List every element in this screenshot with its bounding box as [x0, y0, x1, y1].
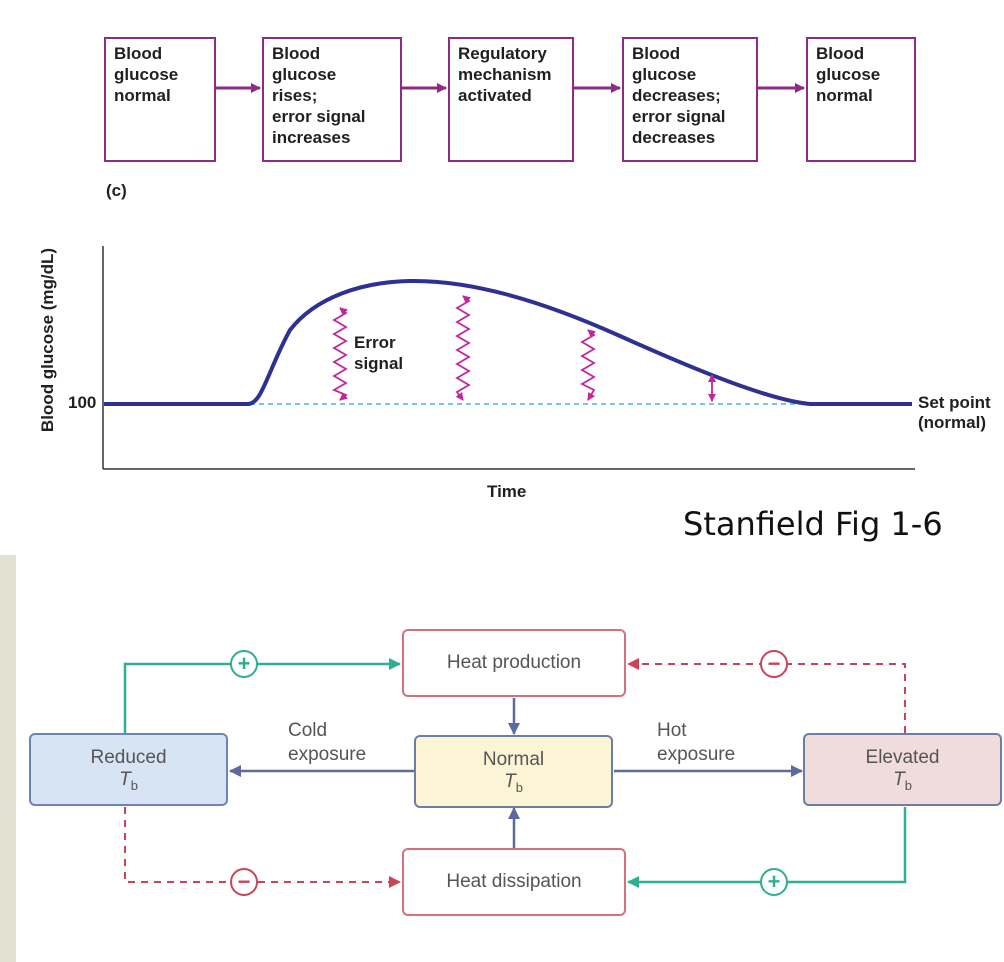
normal-tb-line1: Normal [482, 748, 545, 770]
flow-box-4-line: decreases; [632, 86, 721, 105]
minus-sign-bottom: − [230, 868, 258, 896]
set-point-label: Set point (normal) [918, 393, 991, 433]
reduced-to-production-line [123, 658, 401, 733]
cold-exposure-label: Cold exposure [288, 719, 366, 767]
heat-production-box: Heat production [402, 629, 626, 697]
flow-box-3-line: activated [458, 86, 532, 105]
tick-100: 100 [68, 393, 97, 412]
normal-tb-box: Normal Tb [414, 735, 613, 808]
flow-box-3-line: mechanism [458, 65, 552, 84]
heat-production-label: Heat production [446, 652, 582, 673]
reduced-tb-box: Reduced Tb [29, 733, 228, 806]
elevated-tb-box: Elevated Tb [803, 733, 1002, 806]
flow-box-3-line: Regulatory [458, 44, 547, 63]
flow-box-4-line: error signal [632, 107, 726, 126]
flow-box-5-line: normal [816, 86, 873, 105]
left-side-bar [0, 555, 16, 962]
hot-label-line1: Hot [657, 720, 687, 741]
elevated-tb-symbol: Tb [805, 769, 1000, 793]
flow-box-5: Blood glucose normal [806, 37, 916, 162]
reduced-tb-symbol: Tb [31, 769, 226, 793]
panel-label: (c) [106, 181, 127, 200]
plus-sign-top: + [230, 650, 258, 678]
flow-box-3: Regulatory mechanism activated [448, 37, 574, 162]
reduced-tb-line1: Reduced [90, 746, 167, 768]
error-signal-arrow-1 [331, 307, 348, 401]
set-point-line-1: Set point [918, 393, 991, 412]
cold-label-line1: Cold [288, 720, 328, 741]
flow-box-2-line: increases [272, 128, 351, 147]
elevated-to-dissipation-line [627, 807, 907, 888]
tb-symbol: T [893, 768, 905, 790]
flow-box-2-line: error signal [272, 107, 366, 126]
heat-dissipation-box: Heat dissipation [402, 848, 626, 916]
flow-box-4-line: decreases [632, 128, 716, 147]
minus-sign-top: − [760, 650, 788, 678]
flow-box-2-line: glucose [272, 65, 337, 84]
flow-box-2-line: rises; [272, 86, 318, 105]
error-label-line-1: Error [354, 333, 396, 352]
flow-box-1-line: Blood [114, 44, 163, 63]
error-label-line-2: signal [354, 354, 404, 373]
hot-label-line2: exposure [657, 744, 736, 765]
tb-symbol: T [119, 768, 131, 790]
cold-label-line2: exposure [288, 744, 367, 765]
plus-sign-bottom: + [760, 868, 788, 896]
set-point-line-2: (normal) [918, 413, 986, 432]
flow-box-1: Blood glucose normal [104, 37, 216, 162]
elevated-tb-line1: Elevated [865, 746, 940, 768]
error-signal-arrow-2 [455, 295, 471, 401]
tb-subscript: b [130, 777, 138, 793]
flow-box-4-line: glucose [632, 65, 697, 84]
tb-symbol: T [504, 770, 516, 792]
flow-arrows [216, 83, 805, 93]
tb-subscript: b [904, 777, 912, 793]
error-signal-arrow-3 [580, 329, 596, 401]
normal-tb-symbol: Tb [416, 771, 611, 795]
thermo-connectors [123, 658, 907, 888]
heat-dissipation-label: Heat dissipation [446, 871, 582, 892]
flow-box-5-line: Blood [816, 44, 865, 63]
flow-box-2: Blood glucose rises; error signal increa… [262, 37, 402, 162]
error-label: Error signal [354, 332, 403, 374]
flow-box-5-line: glucose [816, 65, 881, 84]
flow-box-1-line: glucose [114, 65, 179, 84]
x-axis-label: Time [487, 482, 527, 501]
reduced-to-dissipation-line [124, 807, 401, 888]
flow-box-4: Blood glucose decreases; error signal de… [622, 37, 758, 162]
flow-box-2-line: Blood [272, 44, 321, 63]
y-axis-label: Blood glucose (mg/dL) [38, 247, 57, 433]
elevated-to-production-line [627, 658, 906, 733]
tb-subscript: b [515, 779, 523, 795]
flow-box-4-line: Blood [632, 44, 681, 63]
glucose-graph [102, 246, 915, 470]
figure-caption: Stanfield Fig 1-6 [683, 505, 943, 543]
hot-exposure-label: Hot exposure [657, 719, 735, 767]
flow-box-1-line: normal [114, 86, 171, 105]
glucose-curve [104, 278, 912, 406]
